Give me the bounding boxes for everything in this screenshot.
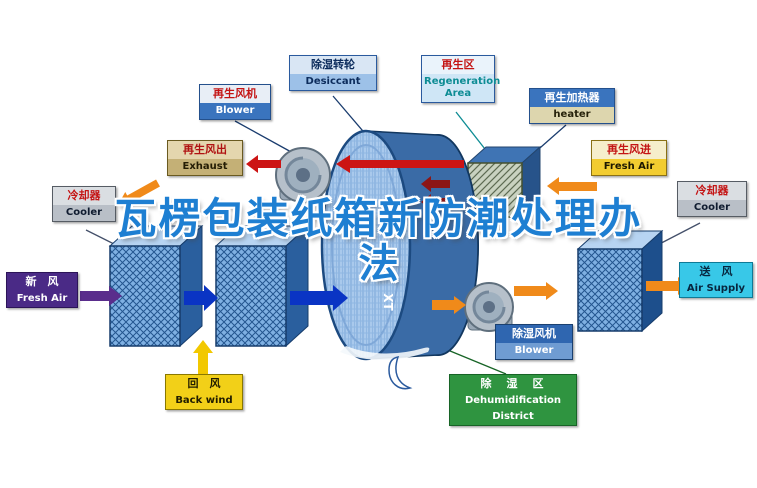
label-regen-fresh-air-en: Fresh Air: [592, 159, 666, 175]
process-box-1: [108, 224, 204, 348]
arrow-fan-to-cooler: [514, 282, 558, 300]
label-regeneration-area-zh: 再生区: [422, 56, 494, 74]
label-regen-fresh-air-zh: 再生风进: [592, 141, 666, 159]
supply-cooler-box: [576, 229, 664, 333]
label-regen-heater-en: heater: [530, 107, 614, 123]
label-back-wind: 回 风 Back wind: [165, 374, 243, 410]
label-dehumid-district: 除 湿 区 Dehumidification District: [449, 374, 577, 426]
label-cooler-left-en: Cooler: [53, 205, 115, 221]
label-regen-blower: 再生风机 Blower: [199, 84, 271, 120]
label-exhaust-zh: 再生风出: [168, 141, 242, 159]
label-dehumid-district-en2: District: [450, 409, 576, 425]
label-cooler-left: 冷却器 Cooler: [52, 186, 116, 222]
arrow-process-blue-2: [290, 285, 348, 311]
arrow-regen-in-to-heater: [547, 177, 597, 195]
label-dehumid-blower-en: Blower: [496, 343, 572, 359]
wheel-mark-text: XT: [381, 293, 395, 311]
label-regen-blower-zh: 再生风机: [200, 85, 270, 103]
label-regen-heater: 再生加热器 heater: [529, 88, 615, 124]
label-dehumid-district-en1: Dehumidification: [450, 393, 576, 409]
label-cooler-right: 冷却器 Cooler: [677, 181, 747, 217]
label-regeneration-area: 再生区 Regeneration Area: [421, 55, 500, 103]
wheel-bottom-stripe: [340, 346, 430, 360]
label-desiccant-en: Desiccant: [290, 74, 376, 90]
label-dehumid-district-zh: 除 湿 区: [450, 375, 576, 393]
arrow-return-air-up: [193, 340, 213, 378]
arrow-regen-exhaust-long: [336, 155, 464, 173]
label-back-wind-zh: 回 风: [166, 375, 242, 393]
arrow-process-blue-1: [184, 285, 218, 311]
label-cooler-right-en: Cooler: [678, 200, 746, 216]
label-air-supply: 送 风 Air Supply: [679, 262, 753, 298]
label-regen-blower-en: Blower: [200, 103, 270, 119]
label-regen-fresh-air: 再生风进 Fresh Air: [591, 140, 667, 176]
arrow-wheel-to-fan: [432, 296, 466, 314]
label-air-supply-zh: 送 风: [680, 263, 752, 281]
label-regen-heater-zh: 再生加热器: [530, 89, 614, 107]
label-exhaust-en: Exhaust: [168, 159, 242, 175]
arrow-heater-to-wheel-1: [421, 176, 450, 192]
label-cooler-left-zh: 冷却器: [53, 187, 115, 205]
label-desiccant: 除湿转轮 Desiccant: [289, 55, 377, 91]
label-air-supply-en: Air Supply: [680, 281, 752, 297]
wheel-tail-ribbon: [388, 356, 413, 390]
label-fresh-air-en: Fresh Air: [7, 291, 77, 307]
arrow-heater-to-wheel-2: [421, 194, 450, 210]
label-cooler-right-zh: 冷却器: [678, 182, 746, 200]
flow-arrows: [80, 155, 690, 378]
process-box-2: [214, 224, 310, 348]
label-dehumid-blower: 除湿风机 Blower: [495, 324, 573, 360]
regen-fan: [275, 147, 331, 203]
label-back-wind-en: Back wind: [166, 393, 242, 409]
label-desiccant-zh: 除湿转轮: [290, 56, 376, 74]
connector-lines: [85, 95, 701, 375]
arrow-fresh-air-in: [80, 286, 122, 306]
label-regeneration-area-en: Regeneration Area: [422, 74, 500, 102]
label-fresh-air-zh: 新 风: [7, 273, 77, 291]
arrow-fan-to-exhaust: [246, 155, 281, 173]
label-dehumid-blower-zh: 除湿风机: [496, 325, 572, 343]
label-exhaust: 再生风出 Exhaust: [167, 140, 243, 176]
heater-box: [466, 145, 542, 219]
arrow-exhaust-to-cooler: [117, 179, 160, 206]
label-fresh-air: 新 风 Fresh Air: [6, 272, 78, 308]
